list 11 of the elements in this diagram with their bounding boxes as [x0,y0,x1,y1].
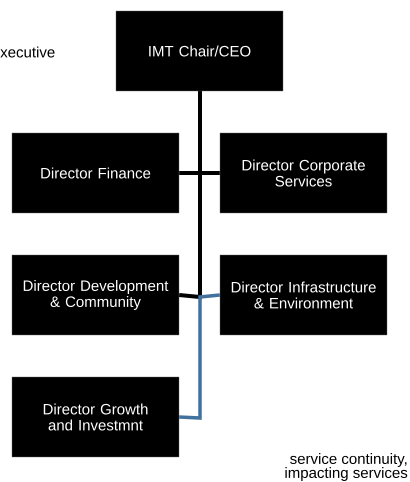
org-box: Director Development & Community [12,254,180,336]
connector-line [179,91,202,300]
org-box: Director Infrastructure & Environment [220,254,388,336]
text-fragment: xecutive [0,46,55,58]
org-box: Director Growth and Investmnt [12,376,180,458]
org-box: Director Finance [12,132,180,214]
text-fragment: service continuity, [290,453,406,467]
org-box: IMT Chair/CEO [116,10,284,92]
connector-line [179,293,220,420]
org-box: Director Corporate Services [220,132,388,214]
text-fragment: impacting services [285,467,408,481]
